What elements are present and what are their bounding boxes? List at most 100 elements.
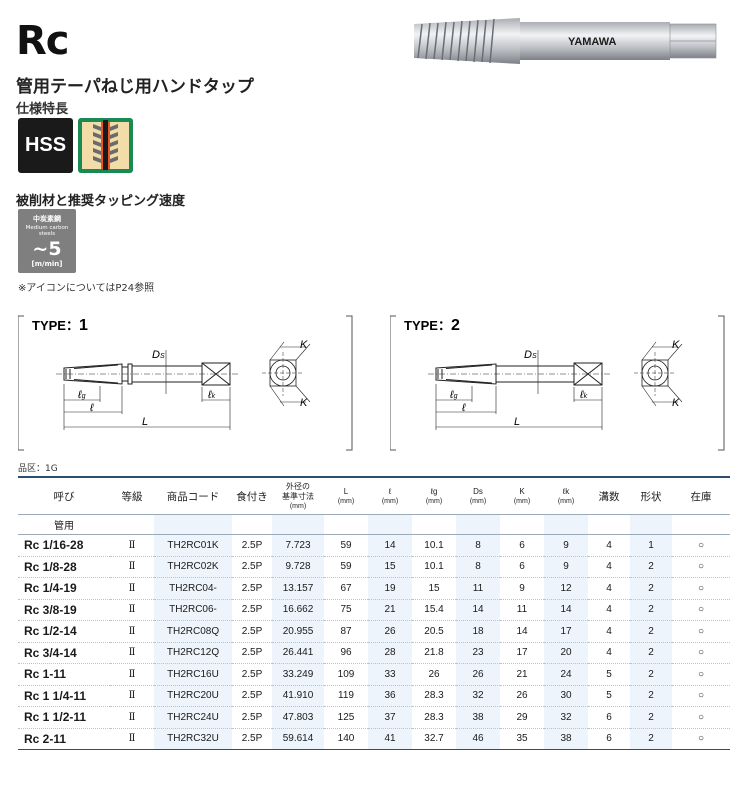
cell-L: 96 (324, 642, 368, 664)
cell-Ds: 38 (456, 706, 500, 729)
cell-code: TH2RC08Q (154, 620, 232, 643)
cell-K: 29 (500, 706, 544, 729)
cell-lg: 20.5 (412, 620, 456, 643)
spec-label: 仕様特長 (16, 102, 69, 117)
lk-label: ℓk (207, 389, 216, 401)
speed-value: ~5 (32, 238, 62, 260)
cell-size: Rc 1 1/2-11 (18, 706, 110, 729)
cell-lk: 9 (544, 556, 588, 578)
cell-dia: 9.728 (272, 556, 324, 578)
cell-bite: 2.5P (232, 728, 272, 750)
cell-shape: 2 (630, 642, 672, 664)
speed-unit: [m/min] (31, 260, 63, 268)
cell-code: TH2RC16U (154, 663, 232, 686)
header-grade: 等級 (110, 476, 154, 515)
cell-l: 15 (368, 556, 412, 578)
cell-bite: 2.5P (232, 556, 272, 578)
cell-lg: 10.1 (412, 534, 456, 557)
cell-l: 14 (368, 534, 412, 557)
cell-size: Rc 2-11 (18, 728, 110, 750)
cell-L: 125 (324, 706, 368, 729)
cell-stock: ○ (672, 642, 730, 664)
cell-L: 87 (324, 620, 368, 643)
cell-shape: 2 (630, 663, 672, 686)
product-subtitle: 管用テーパねじ用ハンドタップ (16, 77, 254, 97)
cell-flutes: 6 (588, 706, 630, 729)
cell-Ds: 23 (456, 642, 500, 664)
header-Ds: Ds(mm) (456, 476, 500, 515)
page-title: Rc (16, 18, 70, 64)
cell-size: Rc 1/2-14 (18, 620, 110, 643)
thread-tap-icon (78, 118, 133, 173)
diagram-type1: TYPE：1 DS ℓg ℓ L ℓk (18, 315, 353, 451)
cell-dia: 59.614 (272, 728, 324, 750)
lg-label: ℓg (77, 389, 86, 401)
cell-L: 75 (324, 599, 368, 621)
cell-stock: ○ (672, 685, 730, 707)
cell-lk: 9 (544, 534, 588, 557)
cell-lk: 17 (544, 620, 588, 643)
icon-note: ※アイコンについてはP24参照 (18, 283, 155, 294)
cell-stock: ○ (672, 534, 730, 557)
L-label: L (142, 416, 148, 428)
l-label: ℓ (89, 402, 94, 414)
cell-shape: 2 (630, 685, 672, 707)
type2-label: TYPE：2 (404, 317, 460, 334)
cell-bite: 2.5P (232, 685, 272, 707)
cell-shape: 1 (630, 534, 672, 557)
cell-flutes: 5 (588, 663, 630, 686)
cell-grade: Ⅱ (110, 599, 154, 621)
cell-K: 17 (500, 642, 544, 664)
cell-lk: 12 (544, 577, 588, 600)
cell-flutes: 4 (588, 577, 630, 600)
cell-lg: 15.4 (412, 599, 456, 621)
cell-Ds: 8 (456, 556, 500, 578)
cell-lg: 10.1 (412, 556, 456, 578)
hss-badge: HSS (18, 118, 73, 173)
cell-shape: 2 (630, 706, 672, 729)
header-stock: 在庫 (672, 476, 730, 515)
cell-stock: ○ (672, 577, 730, 600)
cell-grade: Ⅱ (110, 556, 154, 578)
ds-label-2: DS (524, 349, 537, 361)
cell-flutes: 5 (588, 685, 630, 707)
cell-dia: 47.803 (272, 706, 324, 729)
cell-lg: 28.3 (412, 685, 456, 707)
cell-l: 41 (368, 728, 412, 750)
cell-L: 59 (324, 534, 368, 557)
L-label-2: L (514, 416, 520, 428)
cell-grade: Ⅱ (110, 577, 154, 600)
material-en: Medium carbon steels (25, 225, 69, 237)
cell-lk: 20 (544, 642, 588, 664)
type1-label: TYPE：1 (32, 317, 88, 334)
diagram-type2: TYPE：2 DS ℓg ℓ L ℓk K K (390, 315, 725, 451)
cell-stock: ○ (672, 620, 730, 643)
cell-lk: 30 (544, 685, 588, 707)
cell-code: TH2RC20U (154, 685, 232, 707)
cell-Ds: 18 (456, 620, 500, 643)
cell-code: TH2RC04- (154, 577, 232, 600)
cell-L: 67 (324, 577, 368, 600)
cell-Ds: 46 (456, 728, 500, 750)
cell-dia: 26.441 (272, 642, 324, 664)
l-label-2: ℓ (461, 402, 466, 414)
cell-dia: 41.910 (272, 685, 324, 707)
header-size: 呼び (18, 476, 110, 515)
k-label-bottom: K (300, 397, 308, 409)
cell-size: Rc 1 1/4-11 (18, 685, 110, 707)
cell-shape: 2 (630, 556, 672, 578)
cell-stock: ○ (672, 706, 730, 729)
cell-code: TH2RC06- (154, 599, 232, 621)
cell-grade: Ⅱ (110, 534, 154, 557)
table-header-row: 呼び 等級 商品コード 食付き 外径の 基準寸法 (mm) L(mm) ℓ(mm… (18, 476, 730, 515)
ds-label: DS (152, 349, 165, 361)
cell-L: 140 (324, 728, 368, 750)
cell-shape: 2 (630, 599, 672, 621)
cell-code: TH2RC32U (154, 728, 232, 750)
